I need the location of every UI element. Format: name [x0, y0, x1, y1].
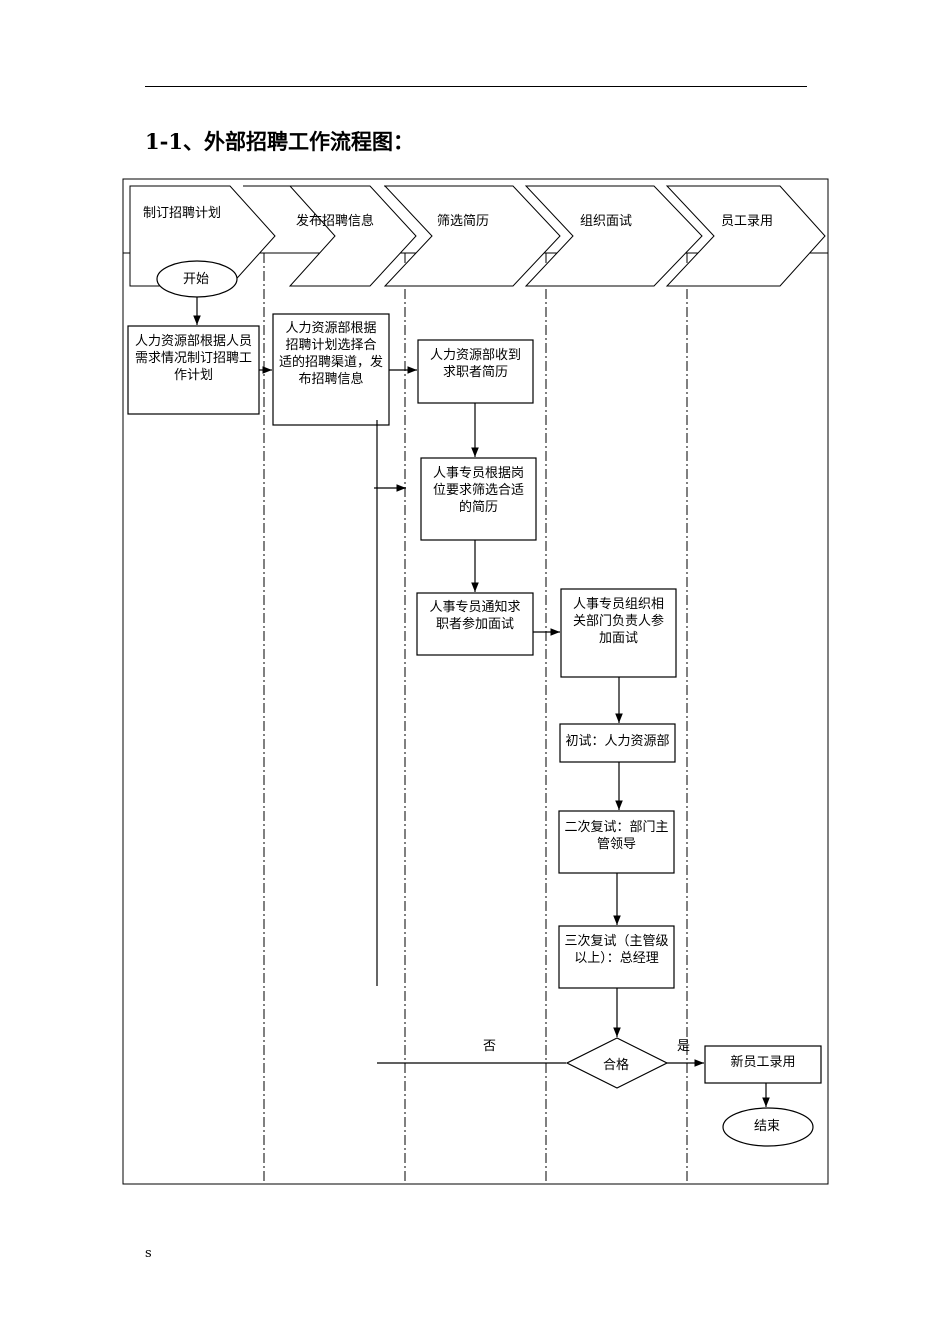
edge-label-no: 否 — [483, 1039, 497, 1054]
receive-box — [417, 339, 534, 404]
end-node — [722, 1107, 814, 1147]
organize-line: 加面试 — [598, 631, 638, 646]
stage-chevron-screen — [383, 185, 561, 287]
decision-label: 合格 — [603, 1058, 630, 1073]
third-interview-line: 以上）：总经理 — [574, 951, 659, 966]
process-boxes — [127, 313, 822, 1084]
connectors — [193, 297, 770, 1107]
screen-box — [420, 457, 537, 541]
plan-line: 作计划 — [173, 368, 213, 383]
header-rule — [145, 86, 807, 87]
third-interview-line: 三次复试（主管级 — [564, 934, 669, 949]
publish-line: 招聘计划选择合 — [285, 338, 377, 353]
notify-line: 职者参加面试 — [435, 617, 514, 632]
organize-box — [560, 588, 677, 678]
end-label: 结束 — [754, 1119, 781, 1134]
receive-line: 人力资源部收到 — [429, 348, 521, 363]
screen-line: 的简历 — [458, 500, 498, 515]
organize-line: 关部门负责人参 — [572, 614, 664, 629]
stage-label-plan: 制订招聘计划 — [143, 206, 222, 221]
publish-line: 适的招聘渠道，发 — [278, 355, 383, 370]
second-interview-line: 二次复试：部门主 — [564, 820, 669, 835]
publish-line: 布招聘信息 — [298, 372, 364, 387]
start-label: 开始 — [183, 272, 210, 287]
hire-label: 新员工录用 — [730, 1055, 796, 1070]
footer-mark: s — [145, 1246, 152, 1261]
plan-line: 需求情况制订招聘工 — [134, 351, 252, 366]
stage-label-screen: 筛选简历 — [437, 214, 490, 229]
organize-line: 人事专员组织相 — [572, 597, 664, 612]
receive-line: 求职者简历 — [442, 365, 508, 380]
notify-box — [416, 592, 534, 656]
stage-chevrons — [129, 185, 826, 287]
page-title: 1-1、外部招聘工作流程图： — [145, 129, 414, 154]
stage-chevron-publish — [243, 185, 417, 287]
stage-chevron-interview — [524, 185, 703, 287]
plan-box — [127, 325, 260, 415]
edge-label-yes: 是 — [677, 1039, 691, 1054]
publish-line: 人力资源部根据 — [285, 321, 377, 336]
screen-line: 位要求筛选合适 — [432, 483, 524, 498]
notify-line: 人事专员通知求 — [429, 600, 521, 615]
second-interview-line: 管领导 — [596, 837, 636, 852]
flowchart-frame — [122, 178, 829, 1185]
plan-line: 人力资源部根据人员 — [134, 334, 252, 349]
qualified-decision — [565, 1037, 669, 1089]
publish-box — [272, 313, 390, 426]
hire-box — [704, 1045, 822, 1084]
stage-label-publish: 发布招聘信息 — [296, 214, 375, 229]
lane-dividers — [263, 253, 688, 1184]
first-interview-label: 初试：人力资源部 — [565, 734, 670, 749]
stage-label-interview: 组织面试 — [580, 214, 633, 229]
stage-chevron-hire — [665, 185, 826, 287]
stage-chevron-plan — [129, 185, 276, 287]
stage-label-hire: 员工录用 — [721, 214, 774, 229]
screen-line: 人事专员根据岗 — [432, 466, 524, 481]
first-interview-box — [559, 723, 676, 763]
second-interview-box — [558, 810, 675, 874]
third-interview-box — [558, 925, 675, 989]
